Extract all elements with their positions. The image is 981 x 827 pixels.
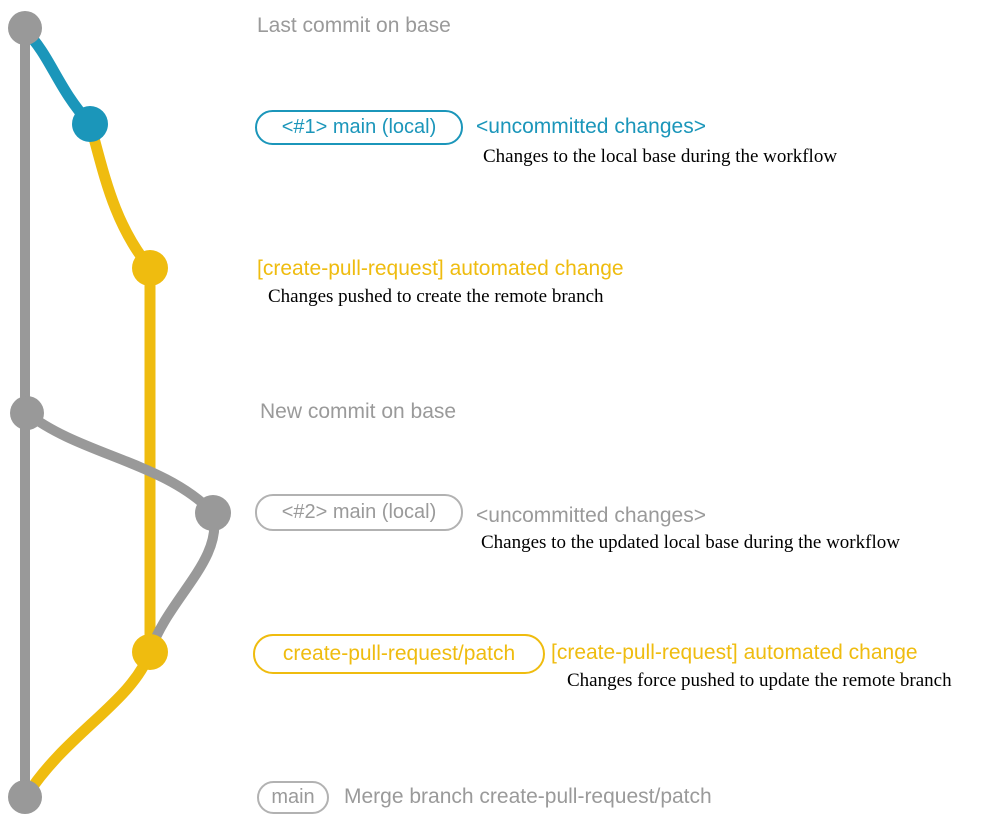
automated-change-label-1: [create-pull-request] automated change bbox=[257, 257, 624, 280]
branch1-description: Changes to the local base during the wor… bbox=[483, 146, 838, 167]
branch-badge-patch: create-pull-request/patch bbox=[253, 634, 545, 674]
force-push-curve bbox=[145, 508, 220, 657]
branch-badge-main-label: main bbox=[271, 786, 315, 808]
commit-node-automated-change-2 bbox=[132, 634, 168, 670]
branch-badge-main-local-2: <#2> main (local) bbox=[255, 494, 463, 531]
branch-badge-main-local-2-label: <#2> main (local) bbox=[281, 501, 437, 523]
commit-node-automated-change-1 bbox=[132, 250, 168, 286]
commit-node-last-base bbox=[8, 11, 42, 45]
uncommitted-changes-label-2: <uncommitted changes> bbox=[476, 504, 706, 527]
merge-commit-label: Merge branch create-pull-request/patch bbox=[344, 785, 712, 808]
branch-badge-main-local-1: <#1> main (local) bbox=[255, 110, 463, 145]
commit-node-merge bbox=[8, 780, 42, 814]
new-commit-label: New commit on base bbox=[260, 400, 457, 423]
commit2-description: Changes force pushed to update the remot… bbox=[567, 670, 952, 691]
rebase-curve bbox=[22, 408, 218, 518]
commit1-description: Changes pushed to create the remote bran… bbox=[268, 286, 604, 307]
branch-badge-patch-label: create-pull-request/patch bbox=[282, 642, 516, 665]
commit-node-new-base bbox=[10, 396, 44, 430]
commit-node-local-main-2 bbox=[195, 495, 231, 531]
automated-change-label-2: [create-pull-request] automated change bbox=[551, 641, 918, 664]
merge-curve bbox=[21, 646, 156, 801]
push-curve bbox=[84, 118, 156, 274]
branch-badge-main-local-1-label: <#1> main (local) bbox=[281, 116, 437, 138]
uncommitted-changes-label-1: <uncommitted changes> bbox=[476, 115, 706, 138]
commit-node-local-main-1 bbox=[72, 106, 108, 142]
branch2-description: Changes to the updated local base during… bbox=[481, 532, 900, 553]
branch-badge-main: main bbox=[257, 781, 329, 814]
last-commit-label: Last commit on base bbox=[257, 14, 451, 37]
